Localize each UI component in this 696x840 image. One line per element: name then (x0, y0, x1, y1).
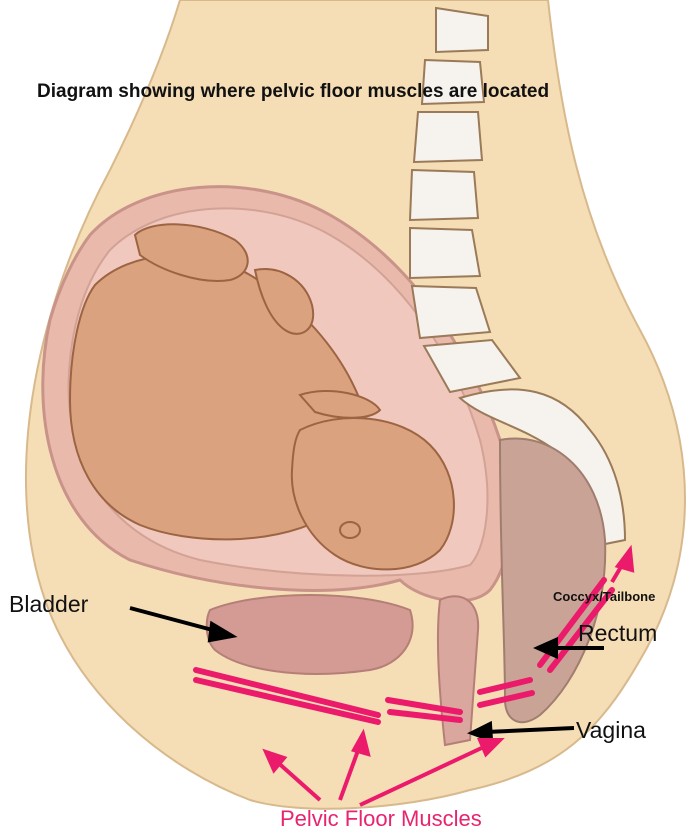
diagram-title: Diagram showing where pelvic floor muscl… (37, 81, 549, 103)
pelvic-floor-muscles-label: Pelvic Floor Muscles (280, 806, 482, 832)
rectum-label: Rectum (578, 620, 657, 647)
coccyx-label: Coccyx/Tailbone (553, 589, 655, 604)
vagina-label: Vagina (576, 717, 646, 744)
bladder-organ (207, 595, 413, 674)
bladder-label: Bladder (9, 591, 88, 618)
